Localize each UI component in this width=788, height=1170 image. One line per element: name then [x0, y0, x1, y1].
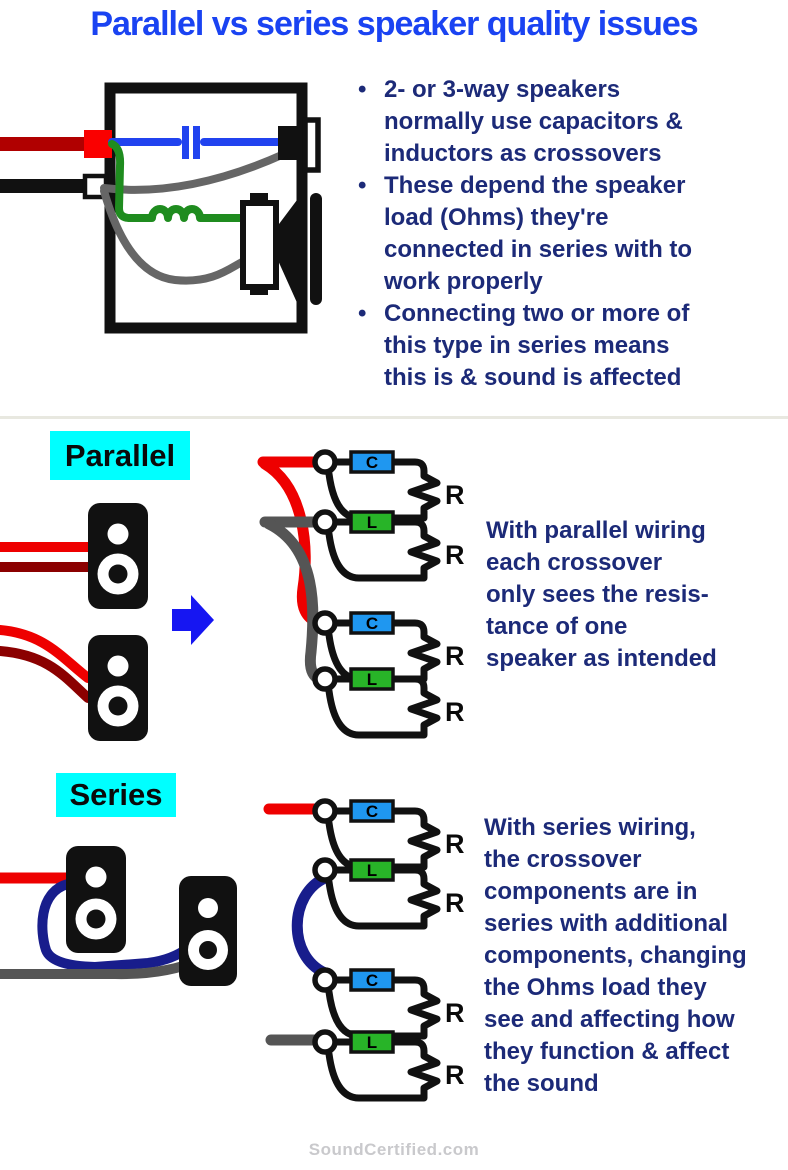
parallel-description: With parallel wiring each crossover only… — [486, 517, 717, 672]
capacitor-icon — [193, 126, 200, 159]
branch-loop-wire — [321, 518, 441, 582]
resistor-label: R — [445, 888, 465, 918]
bullet-dot: • — [358, 172, 367, 199]
component-label: L — [367, 1033, 377, 1052]
capacitor-icon — [349, 450, 395, 474]
junction-node-icon — [312, 1029, 338, 1055]
component-label: C — [366, 802, 378, 821]
junction-node-icon — [312, 857, 338, 883]
resistor-label: R — [445, 641, 465, 671]
speaker-icon — [179, 876, 237, 986]
junction-node-icon — [312, 509, 338, 535]
inductor-coil-wire-icon — [108, 140, 248, 222]
bullet-text: 2- or 3-way speakers normally use capaci… — [384, 76, 683, 167]
resistor-label: R — [445, 998, 465, 1028]
series-speakers-illustration — [0, 846, 237, 986]
component-label: L — [367, 861, 377, 880]
series-section-label: Series — [56, 773, 176, 817]
watermark: SoundCertified.com — [308, 1140, 480, 1159]
component-label: L — [367, 670, 377, 689]
input-wire-gray — [263, 518, 325, 685]
tweeter-return-wire — [100, 150, 288, 194]
branch-loop-wire — [321, 619, 441, 683]
resistor-label: R — [445, 697, 465, 727]
intro-bullet-list: • 2- or 3-way speakers normally use capac… — [358, 74, 788, 394]
bullet-item: • 2- or 3-way speakers normally use capac… — [358, 74, 788, 170]
series-label-text: Series — [69, 777, 163, 812]
inductor-icon — [349, 858, 395, 882]
component-label: C — [366, 614, 378, 633]
woofer-return-wire — [100, 187, 250, 285]
branch-loop-wire — [321, 458, 441, 522]
junction-node-icon — [312, 610, 338, 636]
branch-loop-wire — [321, 1038, 441, 1102]
resistor-label: R — [445, 829, 465, 859]
parallel-wire-darkred — [0, 646, 93, 703]
speaker-icon — [88, 635, 148, 741]
page-title: Parallel vs series speaker quality issue… — [90, 5, 698, 43]
series-link-wire-blue — [291, 872, 331, 979]
parallel-section-label: Parallel — [50, 431, 190, 480]
bullet-item: • These depend the speaker load (Ohms) th… — [358, 170, 788, 298]
junction-node-icon — [312, 967, 338, 993]
component-label: C — [366, 971, 378, 990]
capacitor-icon — [182, 126, 189, 159]
branch-loop-wire — [321, 807, 441, 871]
parallel-speakers-illustration — [0, 503, 214, 741]
bullet-dot: • — [358, 300, 367, 327]
capacitor-icon — [349, 799, 395, 823]
woofer-icon — [240, 192, 322, 316]
speaker-icon — [88, 503, 148, 609]
capacitor-icon — [349, 611, 395, 635]
parallel-wire-red — [0, 625, 93, 683]
crossover-branches: C R L R C R L R — [312, 449, 465, 739]
circuit-input-wires — [257, 456, 325, 685]
series-link-wire-blue — [37, 879, 193, 972]
series-crossover-circuit: C R L R C R L R — [263, 798, 465, 1102]
circuit-input-wires — [263, 803, 331, 1046]
positive-terminal-icon — [84, 130, 112, 158]
capacitor-icon — [349, 968, 395, 992]
junction-node-icon — [312, 798, 338, 824]
parallel-label-text: Parallel — [64, 437, 176, 473]
resistor-label: R — [445, 540, 465, 570]
tweeter-icon — [278, 117, 321, 173]
junction-node-icon — [312, 666, 338, 692]
component-label: C — [366, 453, 378, 472]
inductor-icon — [349, 667, 395, 691]
junction-node-icon — [312, 449, 338, 475]
resistor-label: R — [445, 1060, 465, 1090]
bullet-text: These depend the speaker load (Ohms) the… — [384, 172, 693, 295]
component-label: L — [367, 513, 377, 532]
crossover-cabinet-diagram — [0, 82, 322, 334]
parallel-crossover-circuit: C R L R C R L R — [257, 449, 465, 739]
arrow-right-icon — [172, 595, 214, 645]
branch-loop-wire — [321, 866, 441, 930]
speaker-icon — [66, 846, 126, 953]
inductor-icon — [349, 1030, 395, 1054]
bullet-item: • Connecting two or more of this type in … — [358, 298, 788, 394]
series-description: With series wiring, the crossover compon… — [484, 814, 747, 1097]
crossover-branches: C R L R C R L R — [312, 798, 465, 1102]
resistor-label: R — [445, 480, 465, 510]
branch-loop-wire — [321, 675, 441, 739]
inductor-icon — [349, 510, 395, 534]
section-divider — [0, 416, 788, 419]
bullet-text: Connecting two or more of this type in s… — [384, 300, 690, 391]
bullet-dot: • — [358, 76, 367, 103]
branch-loop-wire — [321, 976, 441, 1040]
